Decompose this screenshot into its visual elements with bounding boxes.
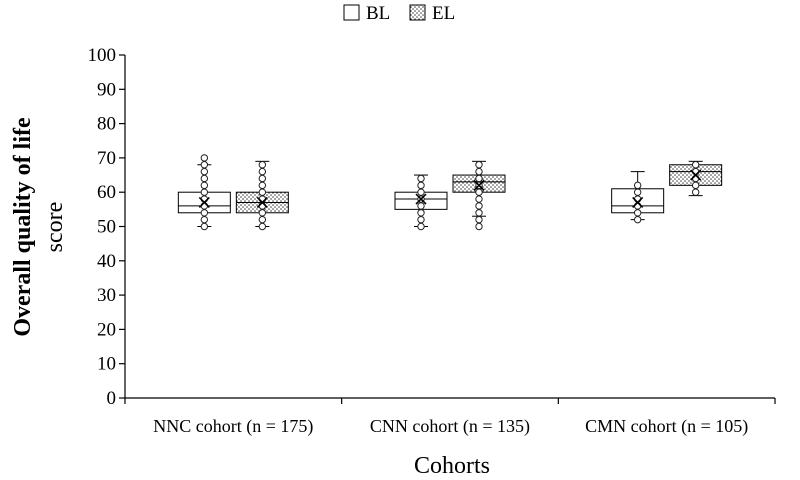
data-point bbox=[633, 215, 642, 224]
x-axis-title: Cohorts bbox=[414, 453, 490, 479]
legend-swatch-bl bbox=[343, 4, 360, 21]
data-point bbox=[417, 188, 425, 196]
legend-swatch-el bbox=[409, 4, 426, 21]
x-category-label: CMN cohort (n = 105) bbox=[585, 416, 748, 437]
data-point bbox=[258, 167, 267, 176]
data-point bbox=[200, 181, 209, 190]
data-point bbox=[691, 188, 700, 196]
data-point bbox=[200, 161, 209, 169]
y-axis-title-line2: score bbox=[42, 202, 68, 253]
box-bl-1 bbox=[394, 174, 448, 231]
data-point bbox=[417, 174, 425, 183]
data-point bbox=[475, 209, 483, 217]
mean-marker bbox=[256, 196, 268, 209]
y-tick-label: 10 bbox=[97, 354, 116, 375]
data-point bbox=[258, 161, 267, 169]
y-tick-label: 100 bbox=[88, 45, 117, 66]
data-point bbox=[417, 202, 425, 210]
data-point bbox=[200, 222, 209, 231]
data-point bbox=[475, 215, 483, 224]
box-el-1 bbox=[452, 160, 506, 231]
plot-area bbox=[177, 154, 723, 231]
data-point bbox=[200, 167, 209, 176]
data-point bbox=[475, 167, 483, 176]
data-point bbox=[633, 209, 642, 217]
data-point bbox=[258, 209, 267, 217]
data-point bbox=[200, 188, 209, 196]
y-axis-title-line1: Overall quality of life bbox=[10, 117, 36, 337]
box-el-2 bbox=[669, 160, 723, 197]
y-tick-label: 30 bbox=[97, 285, 116, 306]
data-point bbox=[258, 222, 267, 231]
data-point bbox=[417, 222, 425, 231]
data-point bbox=[417, 215, 425, 224]
data-point bbox=[475, 188, 483, 196]
mean-marker bbox=[690, 169, 702, 181]
data-point bbox=[417, 209, 425, 217]
data-point bbox=[475, 174, 483, 183]
x-axis-ticks: NNC cohort (n = 175) CNN cohort (n = 135)… bbox=[124, 398, 776, 437]
mean-marker bbox=[632, 196, 644, 209]
data-point bbox=[200, 215, 209, 224]
data-point bbox=[200, 154, 209, 162]
data-point bbox=[258, 188, 267, 196]
data-point bbox=[633, 181, 642, 190]
data-point bbox=[691, 161, 700, 169]
y-tick-label: 50 bbox=[97, 217, 116, 238]
mean-marker bbox=[198, 196, 210, 209]
y-tick-label: 90 bbox=[97, 79, 116, 100]
legend-label-el: EL bbox=[432, 3, 455, 24]
mean-marker bbox=[415, 193, 427, 205]
y-tick-label: 40 bbox=[97, 251, 116, 272]
data-point bbox=[633, 188, 642, 196]
data-point bbox=[691, 181, 700, 190]
box-el-0 bbox=[235, 160, 289, 231]
y-tick-label: 80 bbox=[97, 114, 116, 135]
y-axis-ticks: 0 10 20 30 40 50 60 70 80 90 100 bbox=[88, 45, 125, 409]
data-point bbox=[475, 195, 483, 203]
y-tick-label: 20 bbox=[97, 319, 116, 340]
y-tick-label: 0 bbox=[107, 388, 117, 409]
box-bl-0 bbox=[177, 154, 231, 231]
legend: BL EL bbox=[343, 3, 455, 24]
data-point bbox=[258, 181, 267, 190]
data-point bbox=[417, 181, 425, 190]
data-point bbox=[475, 222, 483, 231]
legend-label-bl: BL bbox=[366, 3, 390, 24]
data-point bbox=[200, 174, 209, 183]
y-tick-label: 70 bbox=[97, 148, 116, 169]
box-bl-2 bbox=[611, 171, 665, 224]
data-point bbox=[475, 161, 483, 169]
data-point bbox=[258, 174, 267, 183]
x-category-label: NNC cohort (n = 175) bbox=[153, 416, 313, 437]
y-tick-label: 60 bbox=[97, 182, 116, 203]
data-point bbox=[475, 202, 483, 210]
x-category-label: CNN cohort (n = 135) bbox=[370, 416, 530, 437]
mean-marker bbox=[473, 179, 485, 191]
data-point bbox=[200, 209, 209, 217]
data-point bbox=[258, 215, 267, 224]
